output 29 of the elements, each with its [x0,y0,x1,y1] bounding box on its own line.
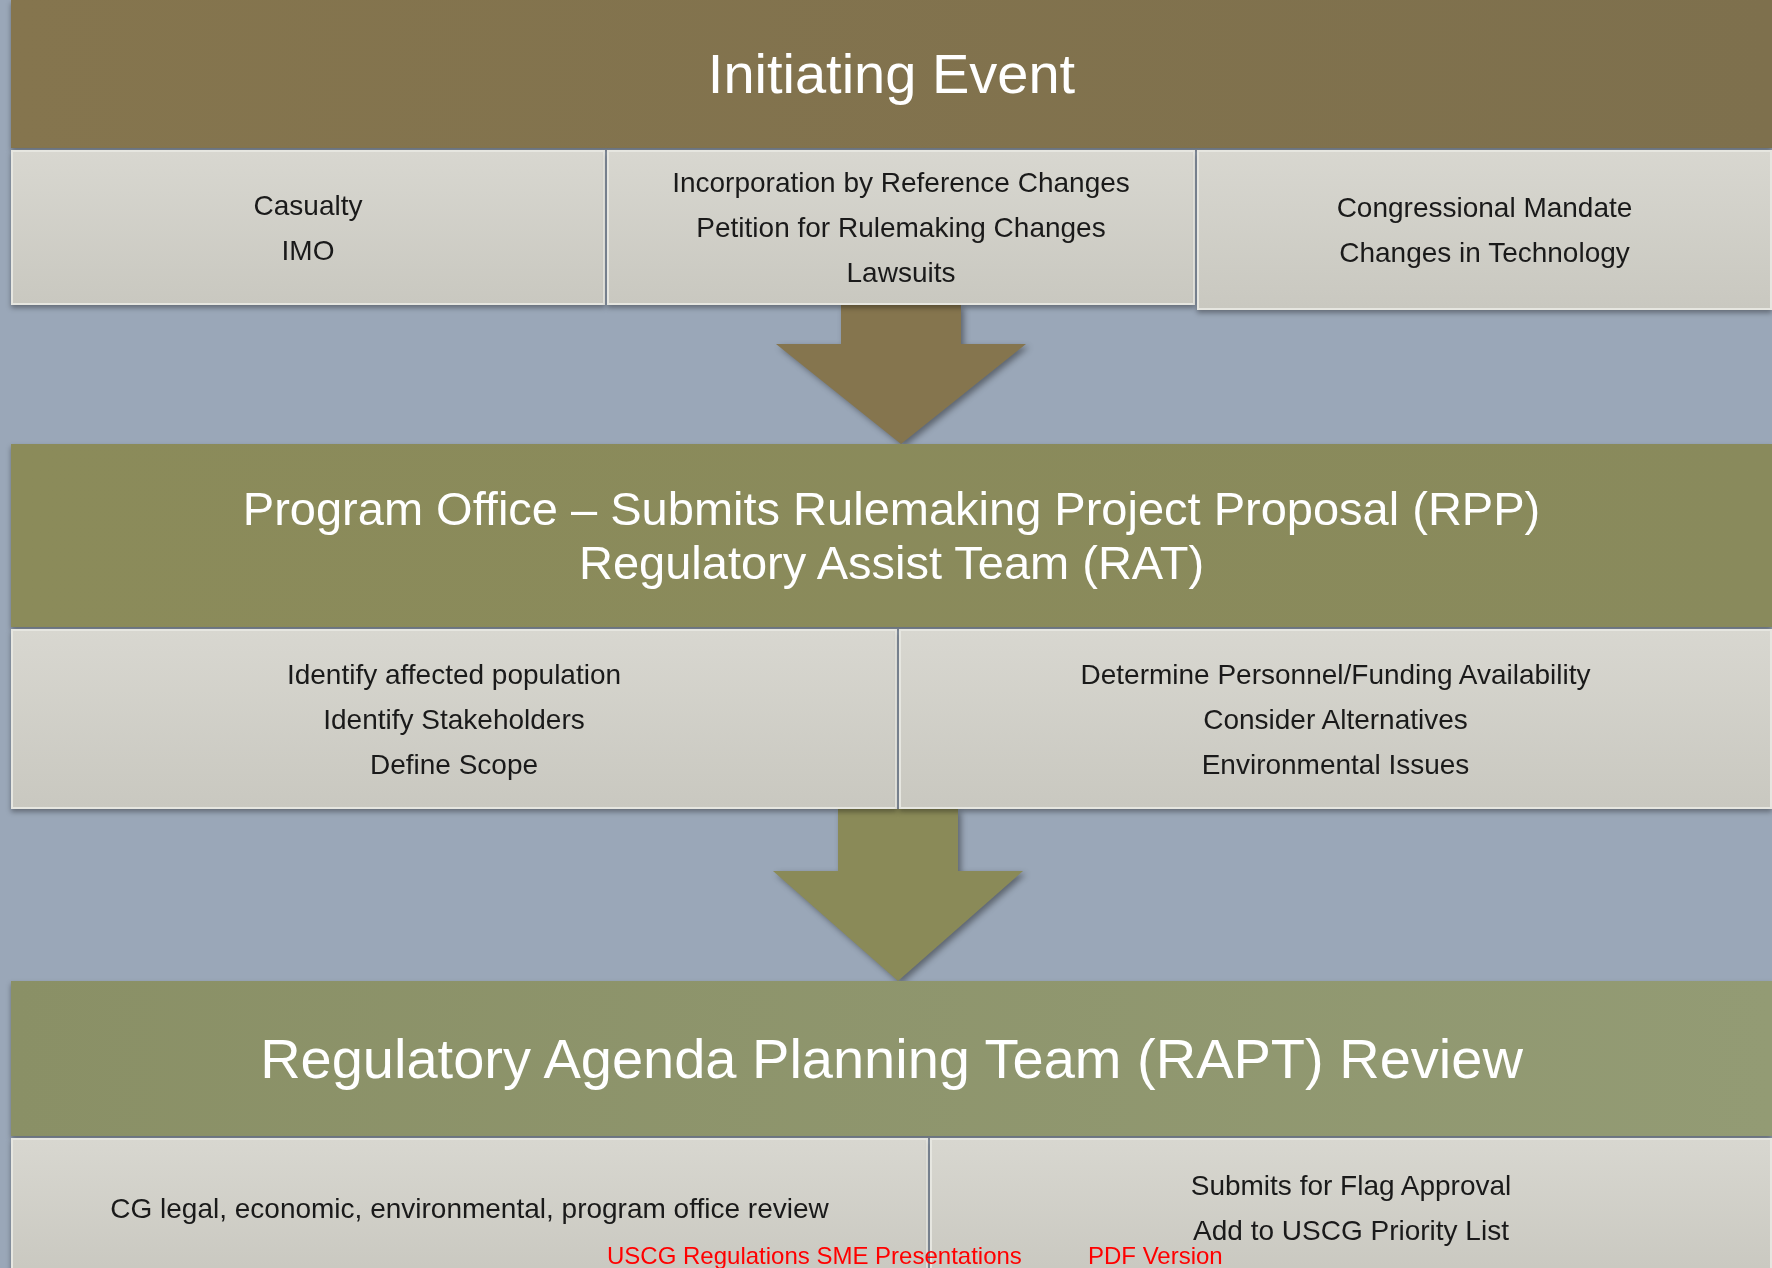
stage-band [11,0,1772,148]
content-box [899,629,1772,809]
stage-band [11,981,1772,1136]
item-text: CG legal, economic, environmental, program office review [110,1191,829,1226]
item-text: Consider Alternatives [1203,702,1468,737]
item-text: Identify Stakeholders [323,702,585,737]
content-box [11,150,605,305]
item-text: Congressional Mandate [1336,191,1633,225]
item-text: Lawsuits [846,256,956,290]
item-text: Incorporation by Reference Changes [672,166,1130,200]
item-text: Petition for Rulemaking Changes [696,211,1106,245]
content-box [11,629,897,809]
item-text: Casualty [253,188,363,223]
item-text: Environmental Issues [1201,747,1470,782]
item-text: Submits for Flag Approval [1190,1169,1512,1203]
block-arrow [773,809,1023,981]
content-box [607,150,1195,305]
item-text: Changes in Technology [1339,236,1630,270]
stage-title: Regulatory Assist Team (RAT) [578,535,1205,590]
block-arrow [776,305,1026,444]
stage-band [11,444,1772,627]
content-box [1197,150,1772,310]
stage-title: Regulatory Agenda Planning Team (RAPT) Review [260,1027,1523,1090]
stage-title: Initiating Event [707,43,1076,105]
item-text: Determine Personnel/Funding Availability [1080,657,1591,692]
stage-title: Program Office – Submits Rulemaking Project Proposal (RPP) [242,481,1541,536]
item-text: IMO [281,233,335,268]
item-text: Define Scope [369,747,539,782]
item-text: Identify affected population [286,657,622,692]
